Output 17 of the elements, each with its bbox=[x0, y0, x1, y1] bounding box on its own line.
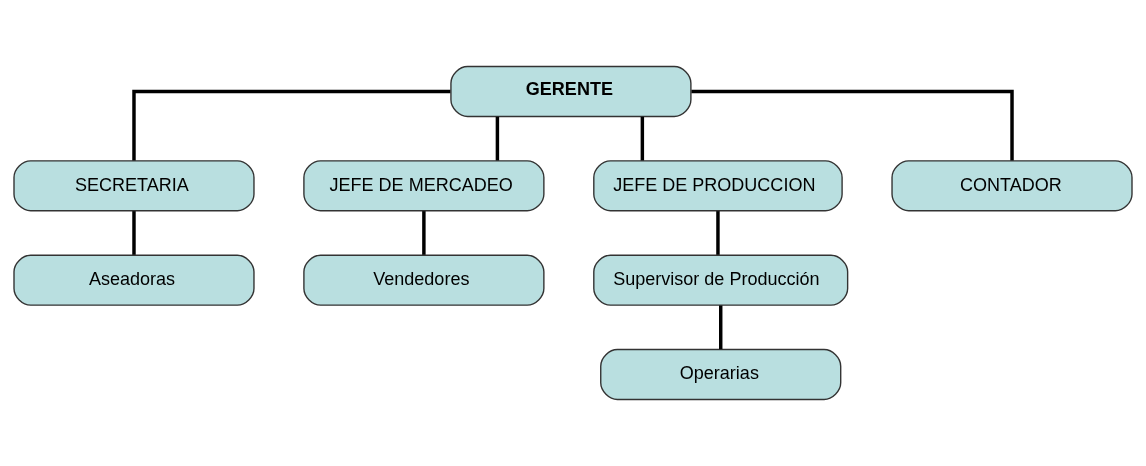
connector bbox=[132, 89, 451, 161]
connector bbox=[495, 116, 500, 161]
node-box: Operarias bbox=[600, 348, 842, 401]
node-box: JEFE DE PRODUCCION bbox=[593, 160, 843, 212]
connector bbox=[132, 211, 136, 255]
connector bbox=[691, 89, 1014, 161]
connector bbox=[719, 305, 723, 350]
connector bbox=[422, 211, 426, 255]
connector bbox=[640, 116, 645, 161]
node-box: Aseadoras bbox=[13, 254, 255, 306]
node-box: SECRETARIA bbox=[13, 160, 255, 212]
connector bbox=[716, 211, 720, 255]
node-box: CONTADOR bbox=[891, 160, 1133, 212]
node-box: Supervisor de Producción bbox=[593, 254, 849, 306]
node-box: Vendedores bbox=[303, 254, 545, 306]
node-box: GERENTE bbox=[450, 65, 692, 118]
node-box: JEFE DE MERCADEO bbox=[303, 160, 545, 212]
